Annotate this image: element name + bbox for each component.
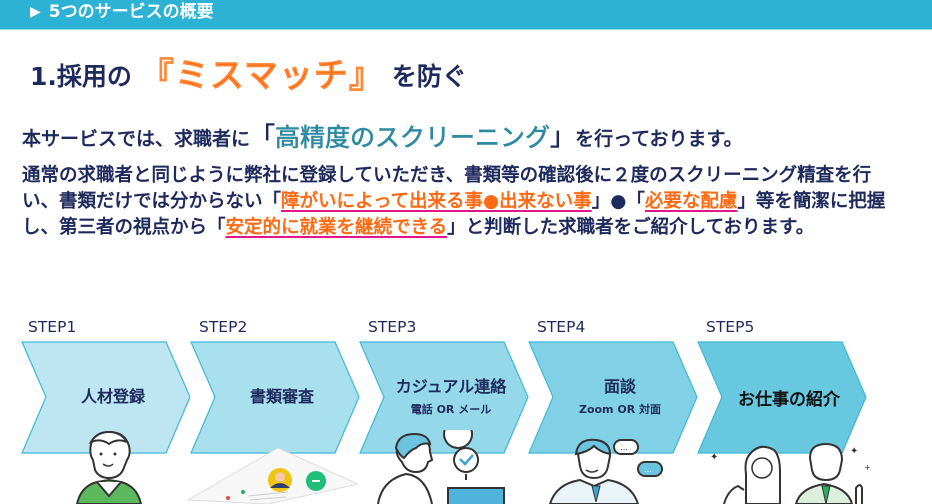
chevron-shape-icon (190, 341, 360, 454)
body-text-3: 」等を簡潔に把握し、第三者の視点から「 (22, 191, 886, 238)
person-with-phone-icon (75, 430, 143, 504)
step2-title: 書類審査 (249, 387, 314, 406)
step4-title: 面談 (603, 377, 636, 396)
section-header-bar: ▶ 5つのサービスの概要 (0, 0, 932, 30)
chevron-shape-icon (528, 341, 698, 454)
svg-text:✦: ✦ (850, 446, 858, 457)
step4-chevron: 面談 Zoom OR 対面 (527, 341, 698, 454)
resume-document-icon (188, 447, 358, 504)
svg-text:…: … (644, 465, 652, 474)
step5-chevron: お仕事の紹介 (696, 341, 867, 454)
step5-title: お仕事の紹介 (738, 390, 840, 410)
page-title: 1.採用の『ミスマッチ』を防ぐ (30, 56, 467, 96)
step5-label: STEP5 (706, 318, 755, 336)
step1-chevron: 人材登録 (20, 341, 191, 454)
title-suffix: を防ぐ (391, 62, 467, 91)
lead-close-bracket: 」 (550, 122, 576, 152)
svg-text:✦: ✦ (710, 452, 718, 463)
step1-label: STEP1 (28, 318, 77, 336)
svg-text:+: + (864, 463, 871, 472)
description-paragraph: 通常の求職者と同じように弊社に登録していただき、書類等の確認後に２度のスクリーニ… (22, 163, 902, 241)
step3-title: カジュアル連絡 (395, 377, 507, 396)
title-accent: 『ミスマッチ』 (139, 56, 384, 96)
highlight-stable-employment: 安定的に就業を継続できる (225, 217, 448, 238)
body-text-1: 通常の求職者と同じように弊社に登録していただき、書類等の確認後に２度のスクリーニ… (22, 165, 872, 212)
chevron-shape-icon (359, 341, 529, 454)
step3-chevron: カジュアル連絡 電話 OR メール (358, 341, 529, 454)
lead-before: 本サービスでは、求職者に (22, 128, 251, 150)
lead-open-bracket: 「 (250, 122, 276, 152)
title-prefix: 1.採用の (30, 62, 132, 91)
play-triangle-icon: ▶ (30, 4, 41, 20)
step2-chevron: 書類審査 (189, 341, 360, 454)
two-people-celebrating-icon: ✦ ✦ + (710, 442, 871, 504)
body-text-4: 」と判断した求職者をご紹介しております。 (447, 217, 815, 238)
step3-label: STEP3 (368, 318, 417, 336)
step4-subtitle: Zoom OR 対面 (578, 403, 662, 416)
svg-text:…: … (620, 443, 628, 452)
step2-label: STEP2 (199, 318, 248, 336)
lead-sentence: 本サービスでは、求職者に「高精度のスクリーニング」を行っております。 (22, 117, 743, 157)
highlight-accommodations: 必要な配慮 (644, 191, 738, 212)
step4-label: STEP4 (537, 318, 586, 336)
highlight-abilities: 障がいによって出来る事●出来ない事 (281, 191, 592, 212)
header-title: 5つのサービスの概要 (48, 2, 214, 22)
person-laptop-check-icon (377, 430, 505, 504)
step1-title: 人材登録 (80, 387, 145, 406)
step3-subtitle: 電話 OR メール (410, 403, 492, 416)
lead-after: を行っております。 (575, 128, 743, 150)
interviewer-speech-icon: … … (548, 438, 663, 504)
lead-highlight: 高精度のスクリーニング (275, 123, 551, 153)
body-text-2: 」●「 (591, 191, 645, 212)
